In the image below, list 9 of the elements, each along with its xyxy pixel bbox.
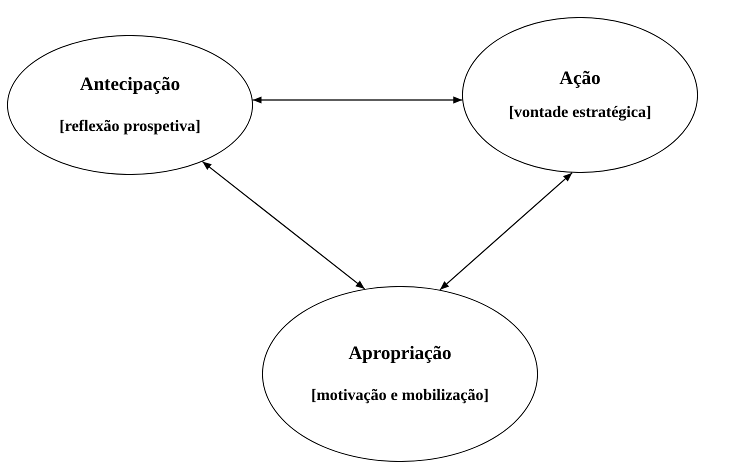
node-title: Antecipação bbox=[80, 74, 180, 96]
node-subtitle: [vontade estratégica] bbox=[508, 104, 652, 122]
node-subtitle: [reflexão prospetiva] bbox=[59, 118, 201, 136]
node-subtitle: [motivação e mobilização] bbox=[311, 387, 489, 405]
double-arrow bbox=[202, 161, 366, 290]
node-title: Apropriação bbox=[348, 343, 452, 365]
node-title: Ação bbox=[559, 68, 601, 90]
double-arrow bbox=[252, 96, 462, 104]
double-arrow bbox=[440, 172, 573, 290]
